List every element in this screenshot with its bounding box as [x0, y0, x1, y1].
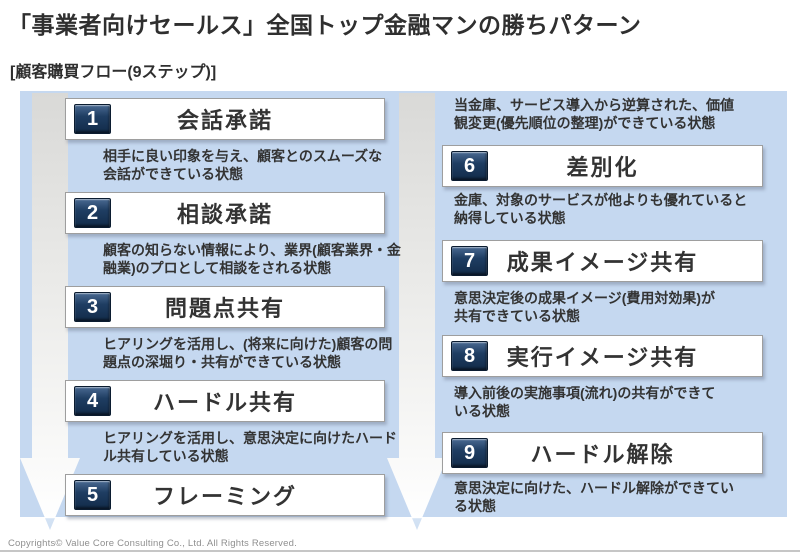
step-title: フレーミング	[152, 484, 297, 509]
copyright-text: Copyrights© Value Core Consulting Co., L…	[8, 538, 297, 549]
step-number-badge: 7	[451, 246, 488, 276]
step-title: 成果イメージ共有	[506, 250, 699, 275]
step-description: ヒアリングを活用し、(将来に向けた)顧客の問 題点の深堀り・共有ができている状態	[103, 336, 393, 370]
step-title: 実行イメージ共有	[506, 345, 699, 370]
step-box-8: 8 実行イメージ共有	[442, 335, 763, 377]
step-box-5: 5 フレーミング	[65, 474, 385, 516]
flow-subtitle: [顧客購買フロー(9ステップ)]	[10, 64, 217, 81]
step-description: ヒアリングを活用し、意思決定に向けたハード ル共有している状態	[103, 430, 397, 464]
step-title: 会話承諾	[176, 108, 273, 133]
step-number-badge: 4	[74, 386, 111, 416]
step-box-6: 6 差別化	[442, 145, 763, 187]
step-box-9: 9 ハードル解除	[442, 432, 763, 474]
step-description: 相手に良い印象を与え、顧客とのスムーズな 会話ができている状態	[103, 148, 383, 182]
down-arrow-icon	[387, 93, 447, 530]
step-description: 導入前後の実施事項(流れ)の共有ができて いる状態	[454, 385, 716, 419]
step-description: 金庫、対象のサービスが他よりも優れていると 納得している状態	[454, 192, 748, 226]
flow-diagram-panel: 1 会話承諾 相手に良い印象を与え、顧客とのスムーズな 会話ができている状態 2…	[20, 91, 787, 530]
step-title: ハードル解除	[530, 442, 675, 467]
step-description: 意思決定に向けた、ハードル解除ができてい る状態	[454, 480, 734, 514]
step-box-4: 4 ハードル共有	[65, 380, 385, 422]
step-description: 当金庫、サービス導入から逆算された、価値 観変更(優先順位の整理)ができている状…	[454, 97, 734, 131]
step-number-badge: 5	[74, 480, 111, 510]
step-number-badge: 1	[74, 104, 111, 134]
step-number-badge: 8	[451, 341, 488, 371]
step-title: 相談承諾	[176, 202, 273, 227]
step-box-2: 2 相談承諾	[65, 192, 385, 234]
page-title: 「事業者向けセールス」全国トップ金融マンの勝ちパターン	[8, 12, 642, 38]
step-box-7: 7 成果イメージ共有	[442, 240, 763, 282]
footer-divider	[0, 550, 800, 552]
step-title: ハードル共有	[152, 390, 297, 415]
step-description: 顧客の知らない情報により、業界(顧客業界・金 融業)のプロとして相談をされる状態	[103, 242, 401, 276]
step-number-badge: 3	[74, 292, 111, 322]
step-description: 意思決定後の成果イメージ(費用対効果)が 共有できている状態	[454, 290, 716, 324]
step-box-3: 3 問題点共有	[65, 286, 385, 328]
step-box-1: 1 会話承諾	[65, 98, 385, 140]
step-title: 差別化	[566, 155, 639, 180]
step-number-badge: 9	[451, 438, 488, 468]
step-number-badge: 2	[74, 198, 111, 228]
step-title: 問題点共有	[164, 296, 285, 321]
step-number-badge: 6	[451, 151, 488, 181]
